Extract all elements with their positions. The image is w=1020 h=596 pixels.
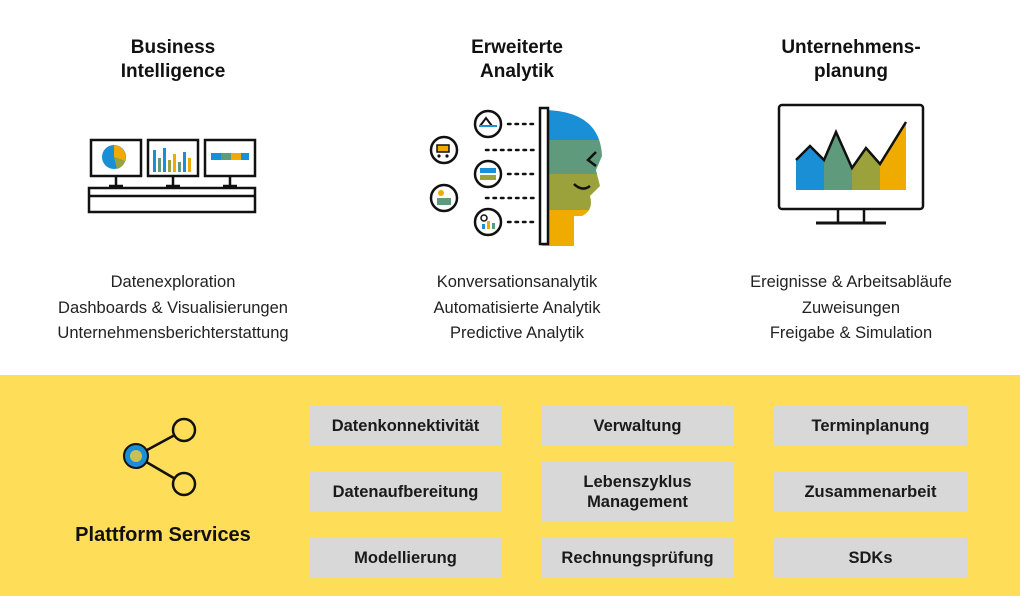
column-items: Konversationsanalytik Automatisierte Ana… (384, 270, 650, 347)
service-label: SDKs (848, 549, 893, 567)
list-item: Datenexploration (110, 273, 236, 291)
service-tile: Datenaufbereitung (309, 472, 502, 512)
list-item: Unternehmensberichterstattung (57, 324, 289, 342)
platform-services-label: Plattform Services (75, 524, 251, 546)
list-item: Automatisierte Analytik (433, 298, 601, 317)
service-label: Datenkonnektivität (331, 417, 480, 435)
ai-head-icon (429, 106, 602, 246)
service-tile: Lebenszyklus Management (541, 462, 734, 522)
service-tile: SDKs (774, 538, 967, 578)
title-line: Business (130, 37, 216, 58)
three-monitors-icon (87, 138, 257, 214)
title-line: Intelligence (120, 61, 226, 82)
service-label: Lebenszyklus (583, 473, 692, 491)
service-label: Terminplanung (811, 417, 930, 435)
service-label: Zusammenarbeit (804, 483, 937, 501)
column-items: Ereignisse & Arbeitsabläufe Zuweisungen … (718, 270, 984, 347)
service-label: Management (587, 493, 688, 511)
service-label: Datenaufbereitung (332, 483, 479, 501)
service-tile: Rechnungsprüfung (541, 538, 734, 578)
service-label: Rechnungsprüfung (561, 549, 714, 567)
column-title: Erweiterte Analytik (384, 36, 650, 84)
service-tile: Verwaltung (541, 406, 734, 446)
list-item: Predictive Analytik (450, 324, 584, 342)
column-title: Unternehmens- planung (718, 36, 984, 84)
column-title: Business Intelligence (40, 36, 306, 84)
list-item: Dashboards & Visualisierungen (58, 298, 288, 317)
title-line: Analytik (480, 61, 554, 82)
title-line: planung (814, 61, 888, 82)
share-network-icon (123, 417, 197, 497)
title-line: Unternehmens- (781, 37, 921, 58)
service-tile: Zusammenarbeit (774, 472, 967, 512)
list-item: Konversationsanalytik (436, 273, 598, 291)
service-label: Modellierung (354, 549, 457, 567)
column-items: Datenexploration Dashboards & Visualisie… (40, 270, 306, 347)
list-item: Ereignisse & Arbeitsabläufe (750, 273, 952, 291)
title-line: Erweiterte (471, 37, 563, 58)
service-label: Verwaltung (593, 417, 682, 435)
service-tile: Terminplanung (774, 406, 967, 446)
service-tile: Modellierung (309, 538, 502, 578)
list-item: Freigabe & Simulation (769, 324, 933, 342)
planning-monitor-icon (777, 103, 925, 225)
list-item: Zuweisungen (801, 298, 901, 317)
service-tile: Datenkonnektivität (309, 406, 502, 446)
